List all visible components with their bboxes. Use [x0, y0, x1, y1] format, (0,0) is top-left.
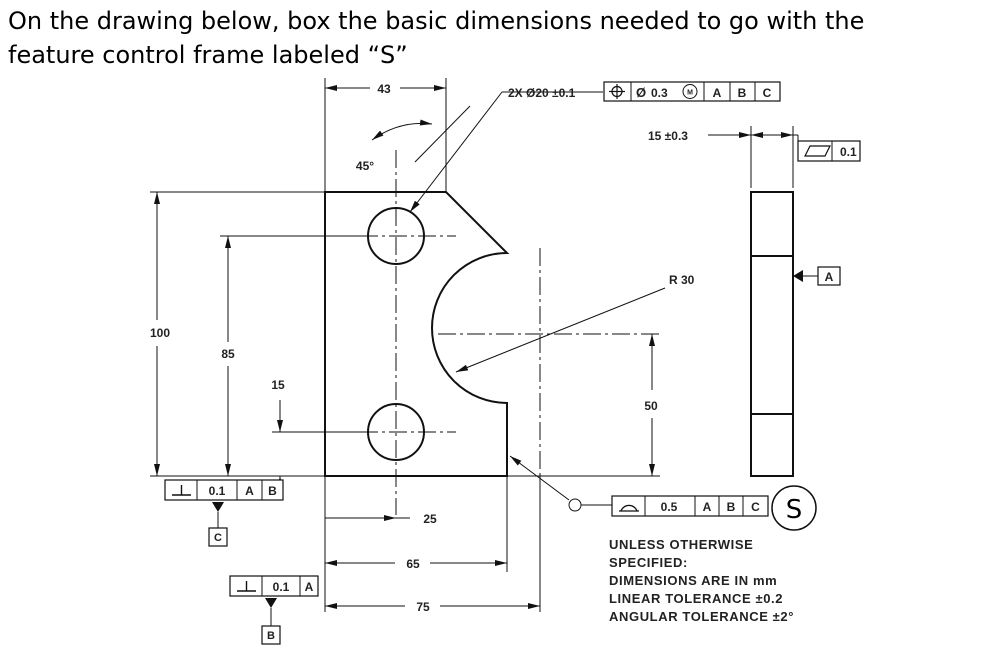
- hole-leader: [409, 91, 503, 213]
- datum-c-label: C: [214, 532, 222, 544]
- instruction-text: On the drawing below, box the basic dime…: [8, 4, 968, 72]
- dim-15-label: 15: [271, 378, 285, 392]
- profile-datum-b: B: [727, 500, 736, 514]
- profile-surface-icon: [619, 504, 639, 512]
- dim-15: [272, 400, 360, 500]
- dim-85-label: 85: [221, 347, 235, 361]
- mmc-modifier-circle: [682, 84, 698, 99]
- datum-b-label: B: [267, 630, 275, 642]
- dim-horizontal-extensions: [324, 476, 541, 612]
- position-datum-a: A: [713, 86, 722, 100]
- datum-b-feature: B: [261, 598, 281, 645]
- dim-65-label: 65: [406, 557, 420, 571]
- profile-datum-a: A: [703, 500, 712, 514]
- dim-thickness: [708, 126, 799, 188]
- datum-c-feature: C: [208, 502, 228, 547]
- position-datum-b: B: [738, 86, 747, 100]
- position-tolerance: 0.3: [651, 86, 668, 100]
- profile-tolerance: 0.5: [661, 500, 678, 514]
- profile-datum-c: C: [751, 500, 760, 514]
- dim-100-label: 100: [150, 326, 170, 340]
- flatness-icon: [804, 145, 831, 157]
- instruction-line-1: On the drawing below, box the basic dime…: [8, 7, 865, 35]
- angle-45-arc: [371, 119, 433, 141]
- fcf-label-s: S: [771, 485, 817, 531]
- dim-75-label: 75: [416, 600, 430, 614]
- note-line-3: DIMENSIONS ARE IN mm: [609, 573, 778, 588]
- profile-fcf: 0.5 A B C: [611, 495, 769, 517]
- perpendicularity-icon-2: [237, 581, 256, 592]
- hole-callout: 2X Ø20 ±0.1: [508, 86, 576, 100]
- note-line-4: LINEAR TOLERANCE ±0.2: [609, 591, 784, 606]
- perp1-datum-a: A: [245, 484, 254, 498]
- perp-fcf-1: 0.1 A B: [164, 479, 284, 501]
- radius-leader: [455, 287, 666, 373]
- general-notes: UNLESS OTHERWISE SPECIFIED: DIMENSIONS A…: [609, 536, 794, 626]
- flatness-fcf: 0.1: [797, 140, 861, 162]
- position-datum-c: C: [763, 86, 772, 100]
- perp1-tolerance: 0.1: [209, 484, 226, 498]
- angle-45-label: 45°: [356, 159, 374, 173]
- perp2-datum-a: A: [305, 580, 314, 594]
- dim-50: [507, 334, 660, 477]
- datum-a-feature: A: [793, 266, 841, 286]
- flatness-tolerance: 0.1: [840, 145, 857, 159]
- dim-50-label: 50: [644, 399, 658, 413]
- instruction-line-2: feature control frame labeled “S”: [8, 41, 408, 69]
- dim-43: [324, 78, 447, 192]
- perp1-datum-b: B: [268, 484, 277, 498]
- mmc-modifier: M: [687, 90, 693, 97]
- position-fcf: Ø 0.3 M A B C: [603, 81, 781, 102]
- radius-label: R 30: [669, 273, 695, 287]
- note-line-1: UNLESS OTHERWISE: [609, 537, 754, 552]
- datum-a-label: A: [825, 270, 834, 284]
- profile-leader: [509, 455, 612, 512]
- note-line-5: ANGULAR TOLERANCE ±2°: [609, 609, 795, 624]
- dim-100: [150, 191, 325, 477]
- dim-85: [220, 235, 360, 476]
- perpendicularity-icon: [172, 485, 191, 496]
- dim-43-label: 43: [377, 82, 391, 96]
- thickness-label: 15 ±0.3: [648, 129, 688, 143]
- position-dia-symbol: Ø: [636, 85, 646, 100]
- part-outline: [324, 191, 510, 477]
- centerlines: [360, 150, 660, 515]
- side-view: [750, 191, 794, 477]
- dim-25-label: 25: [423, 512, 437, 526]
- position-icon: [609, 84, 625, 99]
- angle-extension-line: [414, 105, 471, 163]
- perp-fcf-2: 0.1 A: [229, 575, 319, 597]
- fcf-label-s-text: S: [786, 495, 803, 525]
- perp2-tolerance: 0.1: [273, 580, 290, 594]
- note-line-2: SPECIFIED:: [609, 555, 688, 570]
